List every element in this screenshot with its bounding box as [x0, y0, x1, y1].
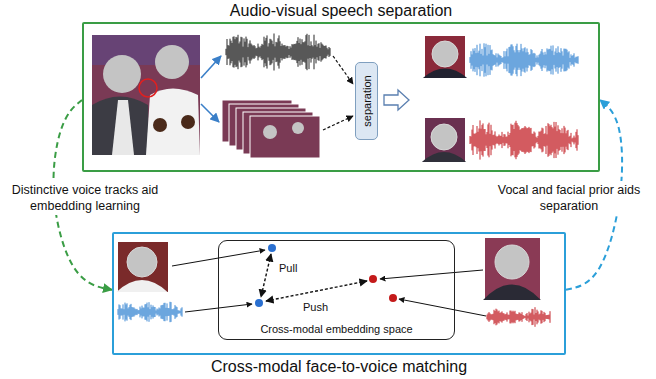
input-arrow	[333, 56, 353, 84]
pull-arrow	[261, 254, 271, 297]
person-body	[92, 97, 150, 156]
highlight-circle	[139, 79, 157, 97]
blurred-face	[155, 45, 189, 79]
face-image	[483, 238, 541, 300]
hand	[181, 115, 195, 129]
connector-label: Distinctive voice tracks aid embedding l…	[6, 181, 164, 215]
blurred-face	[103, 55, 141, 93]
shirt	[112, 100, 134, 155]
push-arrow	[266, 281, 367, 301]
blurred-face	[292, 122, 304, 134]
input-arrow	[201, 56, 221, 78]
face-image	[423, 36, 467, 78]
waveform	[226, 34, 330, 71]
section-title: Cross-modal face-to-voice matching	[114, 357, 564, 376]
input-arrow	[323, 116, 353, 130]
face-image	[117, 242, 169, 292]
embedding-point	[268, 244, 276, 252]
blurred-face	[431, 124, 457, 150]
connector-label: Vocal and facial prior aids separation	[492, 181, 646, 215]
waveform	[470, 120, 578, 159]
process-box: separation	[355, 62, 378, 140]
video-frame	[92, 35, 200, 155]
embedding-point	[255, 299, 263, 307]
arrow-label: Push	[303, 301, 328, 314]
person-body	[483, 284, 541, 300]
blurred-face	[263, 125, 277, 139]
person-body	[422, 152, 466, 162]
video-frame	[250, 116, 320, 158]
waveform	[487, 307, 550, 327]
arrow-label: Pull	[279, 262, 297, 275]
embedding-space-box: Cross-modal embedding space	[218, 240, 455, 340]
region-label: Cross-modal embedding space	[219, 323, 454, 336]
embedding-point	[369, 275, 377, 283]
section-box: Audio-visual speech separationseparation	[82, 22, 600, 172]
process-label: separation	[361, 75, 373, 126]
output-arrow	[384, 90, 409, 110]
blurred-face	[495, 245, 529, 279]
blurred-face	[432, 41, 458, 67]
image-background	[92, 35, 200, 155]
person-body	[423, 69, 467, 78]
person-body	[117, 280, 168, 292]
person-body	[146, 89, 200, 156]
face-image	[422, 118, 466, 162]
embedding-arrow	[380, 270, 483, 279]
input-arrow	[201, 104, 219, 122]
blurred-face	[127, 247, 157, 277]
section-box: Cross-modal face-to-voice matchingCross-…	[112, 232, 566, 355]
section-title: Audio-visual speech separation	[84, 1, 598, 20]
waveform	[470, 43, 578, 76]
embedding-point	[389, 294, 397, 302]
embedding-arrow	[399, 299, 486, 316]
hand	[153, 118, 167, 132]
waveform	[118, 302, 182, 322]
